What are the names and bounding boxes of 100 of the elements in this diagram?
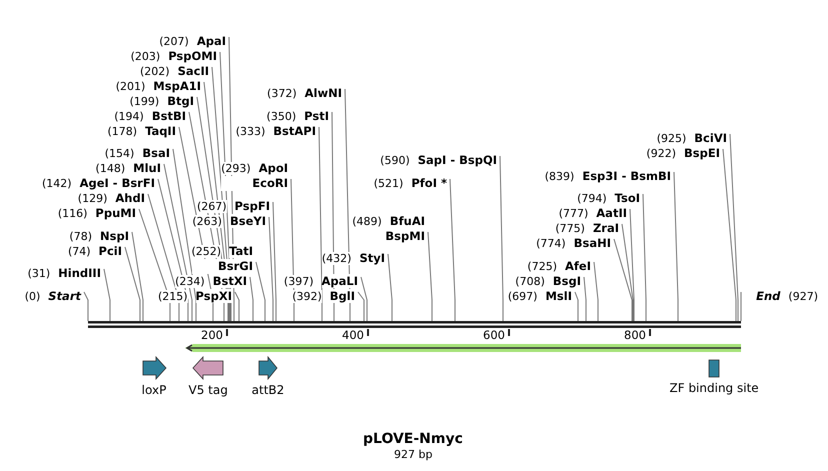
position-number: (201)	[116, 80, 146, 93]
leader-line	[358, 292, 364, 322]
enzyme-name: ZraI	[592, 221, 619, 235]
enzyme-name: AhdI	[115, 191, 145, 205]
enzyme-name: StyI	[359, 251, 385, 265]
feature-label: loxP	[142, 383, 166, 397]
position-number: (590)	[380, 154, 410, 167]
leader-line	[132, 232, 144, 322]
position-number: (697)	[508, 290, 538, 303]
leader-line	[642, 194, 646, 322]
enzyme-name: BsrGI	[192, 259, 253, 274]
position-number: (839)	[544, 170, 574, 183]
enzyme-name: EcoRI	[221, 176, 288, 191]
position-number: (432)	[322, 252, 352, 265]
enzyme-name: End	[756, 289, 780, 303]
position-number: (0)	[24, 290, 40, 303]
scale-number: 400	[342, 328, 364, 342]
enzyme-name: ApaI	[196, 34, 226, 48]
position-number: (31)	[28, 267, 50, 280]
leader-line	[674, 172, 678, 322]
leader-line	[730, 134, 738, 322]
leader-line	[574, 292, 578, 322]
position-number: (489)	[352, 215, 382, 228]
enzyme-name: NspI	[100, 229, 129, 243]
enzyme-name: PpuMI	[95, 206, 136, 220]
enzyme-name: BglI	[330, 289, 355, 303]
leader-line	[272, 202, 276, 322]
enzyme-name: AgeI - BsrFI	[80, 176, 155, 190]
leader-line	[740, 292, 742, 322]
position-number: (142)	[42, 177, 72, 190]
enzyme-name: ApoI	[258, 161, 288, 175]
scale-number: 600	[483, 328, 505, 342]
enzyme-name: HindIII	[58, 266, 101, 280]
feature-label: attB2	[252, 383, 284, 397]
position-number: (148)	[96, 162, 126, 175]
position-number: (774)	[536, 237, 566, 250]
enzyme-name: BsaHI	[574, 236, 611, 250]
position-number: (252)	[192, 245, 222, 258]
diagram-caption: 927 bp	[394, 448, 432, 461]
feature-label: V5 tag	[188, 383, 228, 397]
leader-line	[234, 292, 240, 322]
leader-line	[388, 254, 392, 322]
leader-line	[138, 208, 170, 322]
position-number: (116)	[58, 207, 88, 220]
leader-line	[360, 276, 368, 322]
position-number: (927)	[788, 290, 818, 303]
position-number: (194)	[114, 110, 144, 123]
position-number: (215)	[158, 290, 188, 303]
enzyme-name: BciVI	[694, 131, 727, 145]
position-number: (202)	[140, 65, 170, 78]
enzyme-name: PciI	[98, 244, 122, 258]
enzyme-name: AfeI	[565, 259, 591, 273]
position-number: (207)	[159, 35, 189, 48]
position-number: (922)	[646, 147, 676, 160]
leader-line	[256, 262, 266, 322]
leader-line	[250, 276, 254, 322]
enzyme-name: TatI	[229, 244, 253, 258]
position-number: (794)	[577, 192, 607, 205]
enzyme-name: BspEI	[684, 146, 720, 160]
position-number: (78)	[69, 230, 92, 243]
leader-line	[148, 194, 180, 322]
position-number: (775)	[555, 222, 585, 235]
position-number: (178)	[107, 125, 138, 138]
leader-line	[450, 178, 456, 322]
leader-line	[428, 232, 432, 322]
enzyme-name: MluI	[133, 161, 161, 175]
leader-line	[614, 238, 632, 322]
leader-line	[172, 148, 196, 322]
leader-line	[268, 216, 274, 322]
position-number: (708)	[515, 275, 545, 288]
diagram-title: pLOVE-Nmyc	[363, 431, 463, 447]
leader-line	[164, 164, 192, 322]
enzyme-name: Start	[48, 289, 81, 303]
scale-number: 200	[201, 328, 223, 342]
enzyme-name: BfuAI	[390, 214, 425, 228]
enzyme-name: MslI	[545, 289, 572, 303]
position-number: (199)	[130, 95, 160, 108]
leader-line	[84, 292, 88, 322]
position-number: (333)	[236, 125, 266, 138]
feature-label: ZF binding site	[670, 381, 758, 395]
position-number: (372)	[267, 87, 297, 100]
position-number: (154)	[104, 147, 134, 160]
position-number: (293)	[221, 162, 251, 175]
leader-line	[104, 268, 110, 322]
enzyme-name: BstBI	[152, 109, 186, 123]
enzyme-name: TaqII	[145, 124, 176, 138]
leader-line	[124, 246, 140, 322]
enzyme-name: PstI	[304, 109, 329, 123]
enzyme-name: AatII	[596, 206, 627, 220]
enzyme-name: PspOMI	[168, 49, 217, 63]
enzyme-name: BseYI	[230, 214, 266, 228]
enzyme-name: TsoI	[614, 191, 640, 205]
position-number: (521)	[374, 177, 404, 190]
position-number: (777)	[558, 207, 588, 220]
position-number: (74)	[68, 245, 91, 258]
enzyme-name: SapI - BspQI	[418, 153, 497, 167]
leader-line	[500, 156, 504, 322]
leader-line	[584, 276, 586, 322]
enzyme-name: ApaLI	[322, 274, 358, 288]
position-number: (397)	[284, 275, 314, 288]
